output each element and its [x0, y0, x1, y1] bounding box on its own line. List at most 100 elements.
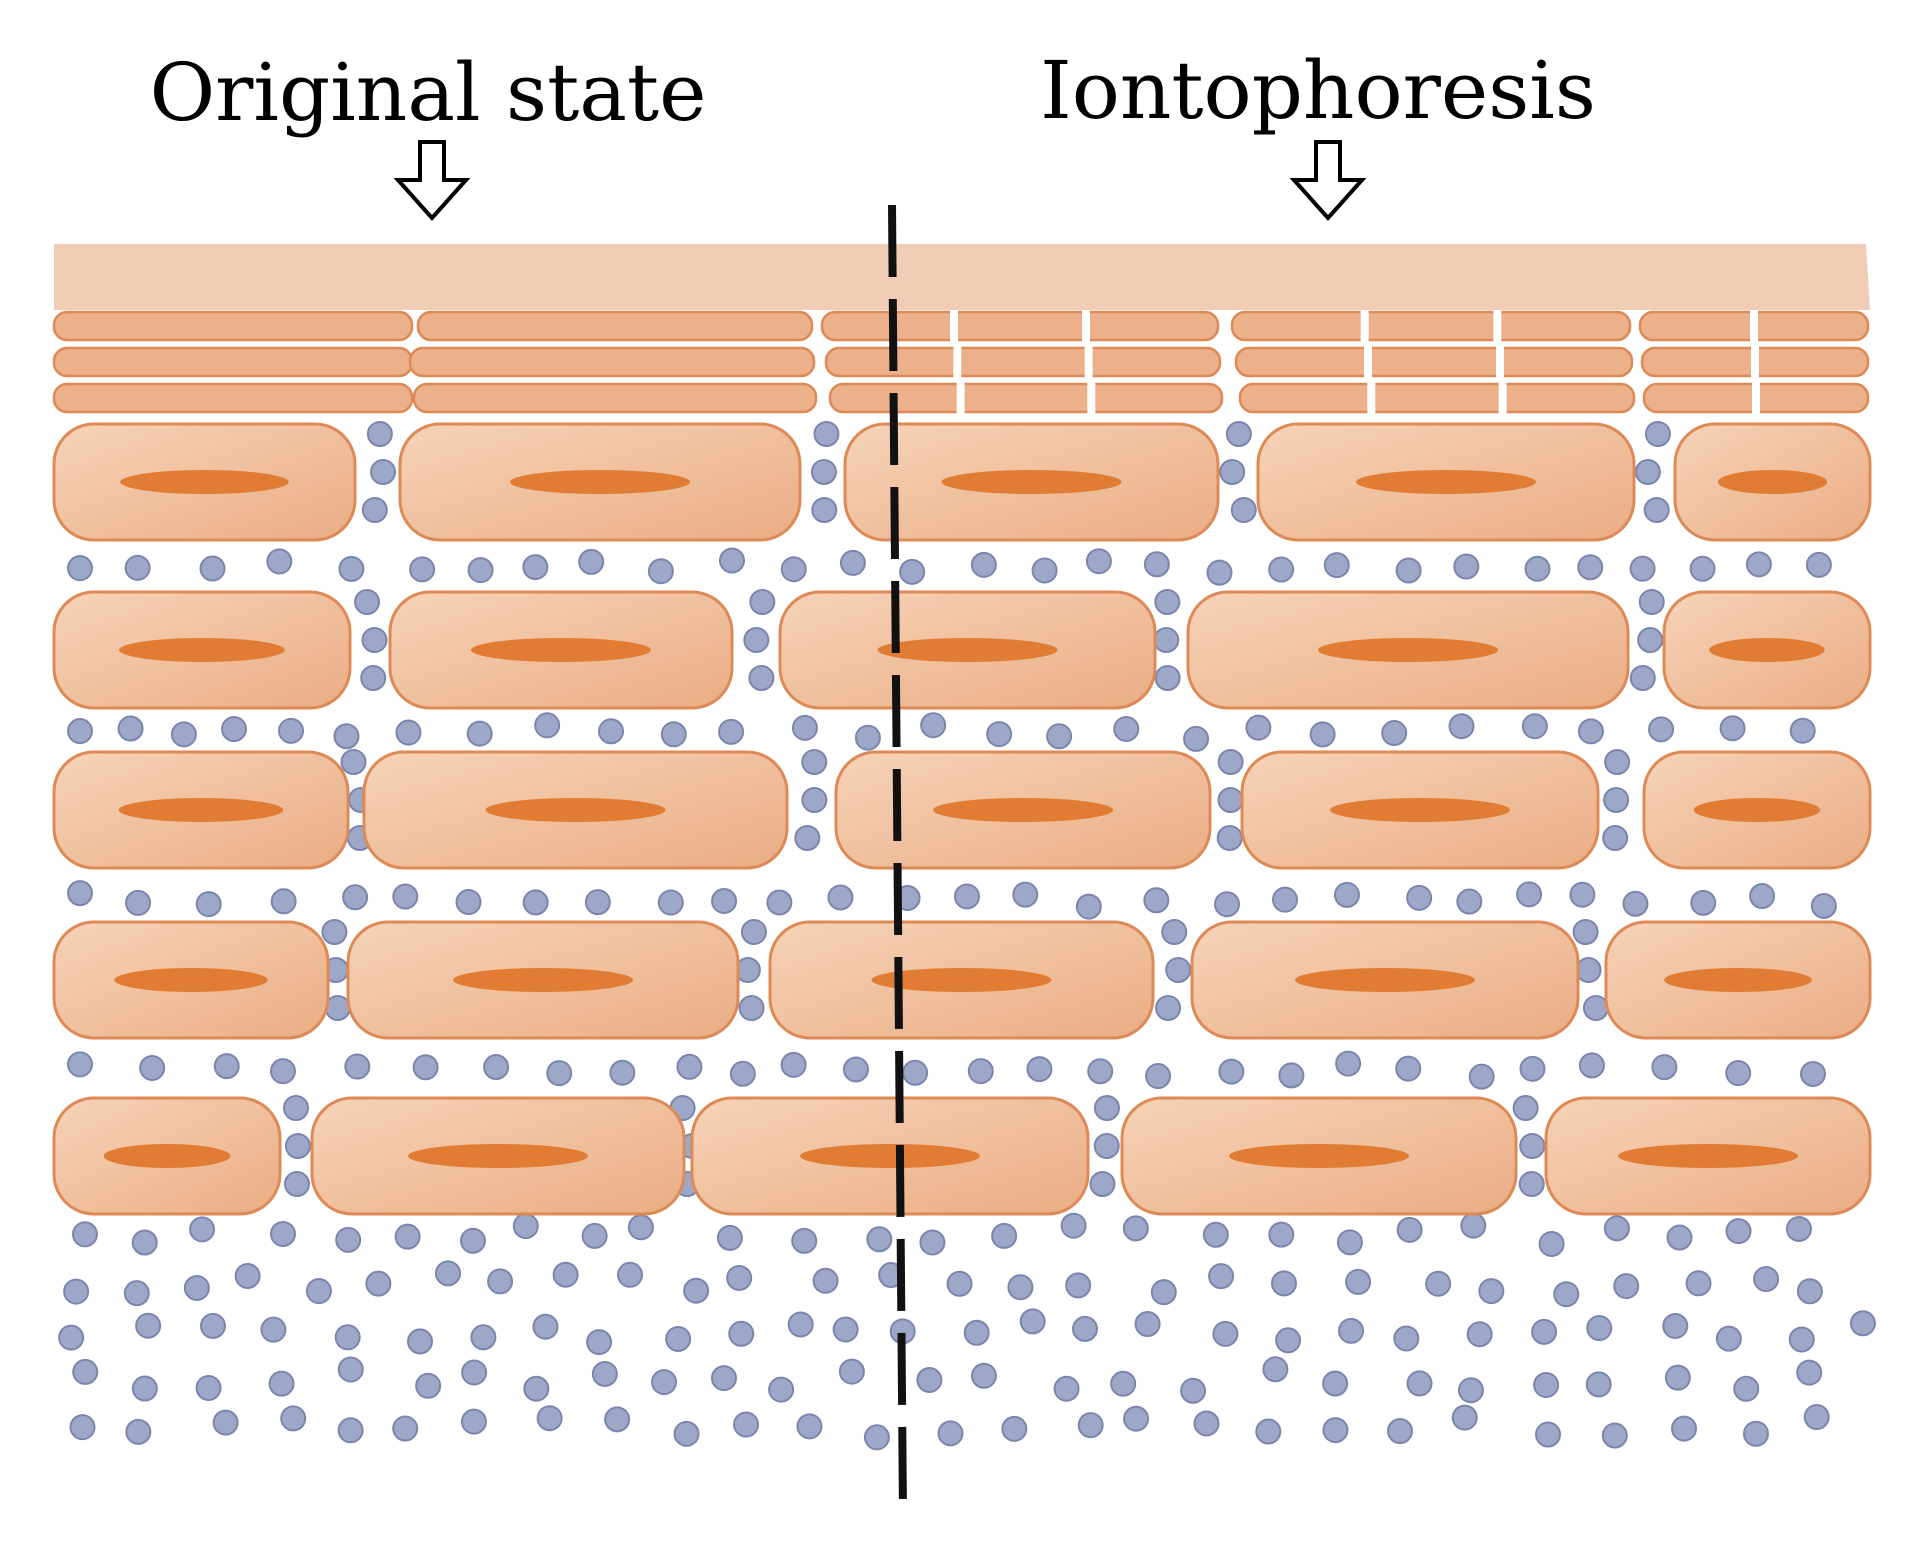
particle	[522, 554, 549, 581]
particle	[937, 1420, 964, 1447]
particle	[1154, 665, 1181, 691]
cell-nucleus	[1693, 798, 1821, 822]
particle	[581, 1222, 608, 1249]
cell-nucleus	[933, 798, 1113, 822]
particle	[1634, 459, 1661, 485]
particle	[536, 1405, 563, 1432]
particle	[282, 1095, 309, 1121]
particle	[1278, 1062, 1305, 1089]
particle	[260, 1316, 287, 1343]
particle	[365, 1270, 392, 1297]
particle	[1805, 551, 1832, 578]
particle	[1323, 552, 1350, 579]
stratum-corneum-layer	[52, 310, 1870, 414]
particle	[344, 1053, 371, 1080]
particle	[1456, 888, 1483, 915]
particle	[967, 1058, 994, 1085]
particle	[676, 1053, 703, 1080]
particle	[1218, 1058, 1245, 1085]
particle	[801, 749, 828, 775]
particle	[523, 1375, 550, 1402]
particle	[135, 1312, 162, 1339]
particle	[748, 665, 775, 691]
particle	[268, 1370, 295, 1397]
cell-nucleus	[408, 1144, 588, 1168]
particle	[1113, 715, 1140, 742]
particle	[728, 1320, 755, 1347]
particle	[1065, 1272, 1092, 1299]
particle	[812, 1267, 839, 1294]
particle	[1582, 995, 1609, 1021]
particle	[1719, 715, 1746, 742]
particle	[839, 549, 866, 576]
particle	[1810, 892, 1837, 919]
particle	[512, 1213, 539, 1240]
particle	[838, 1358, 865, 1385]
particle	[1613, 1273, 1640, 1300]
stratum-cell	[1230, 310, 1632, 342]
particle	[284, 1133, 311, 1159]
particle	[1578, 1052, 1605, 1079]
title-original-state: Original state	[150, 46, 707, 139]
particle	[1689, 555, 1716, 582]
particle	[1603, 787, 1630, 813]
particle	[354, 589, 381, 615]
particle	[609, 1059, 636, 1086]
stratum-cell	[412, 382, 818, 414]
particle	[139, 1054, 166, 1081]
particle	[1460, 1212, 1487, 1239]
particle	[711, 887, 738, 914]
particle	[1216, 825, 1243, 851]
particle	[305, 1278, 332, 1305]
particle	[1075, 893, 1102, 920]
particle	[796, 1413, 823, 1440]
particle	[1531, 1318, 1558, 1345]
particle	[1629, 555, 1656, 582]
particle	[1451, 1404, 1478, 1431]
particle	[67, 880, 93, 907]
particle	[394, 1223, 421, 1250]
particle	[617, 1261, 644, 1288]
particle	[1143, 551, 1170, 578]
particle	[718, 547, 745, 574]
particle	[1245, 714, 1272, 741]
particle	[1338, 1317, 1365, 1344]
particle	[842, 1056, 869, 1083]
particle	[125, 1418, 152, 1445]
particle	[280, 1405, 307, 1432]
stratum-gap	[1750, 310, 1758, 342]
stratum-cell	[828, 382, 1224, 414]
particle	[1268, 1221, 1295, 1248]
particle	[1651, 1054, 1678, 1081]
particle	[1644, 421, 1671, 447]
particle	[337, 1417, 364, 1444]
particle	[392, 1415, 419, 1442]
particle	[1026, 1056, 1053, 1083]
particle	[395, 719, 422, 746]
particle	[1538, 1230, 1565, 1257]
particle	[1019, 1308, 1046, 1335]
cell-nucleus	[114, 968, 268, 992]
particle	[1648, 716, 1675, 743]
particle	[766, 889, 793, 916]
particle	[1601, 1422, 1628, 1449]
particle	[1796, 1359, 1823, 1386]
particle	[1572, 919, 1599, 945]
particle	[360, 665, 387, 691]
particle	[1122, 1215, 1149, 1242]
particle	[1395, 557, 1422, 584]
stratum-gap	[1496, 346, 1504, 378]
particle	[532, 1313, 559, 1340]
cell-nucleus	[119, 638, 285, 662]
particle	[1788, 1326, 1815, 1353]
particle	[1145, 1063, 1172, 1090]
particle	[1333, 881, 1360, 908]
particle	[1336, 1229, 1363, 1256]
particle	[234, 1262, 261, 1289]
particle	[946, 1270, 973, 1297]
particle	[1143, 887, 1170, 914]
stratum-gap	[1082, 310, 1090, 342]
particle	[131, 1229, 158, 1256]
particle	[1219, 459, 1246, 485]
divider-line	[888, 204, 907, 1516]
